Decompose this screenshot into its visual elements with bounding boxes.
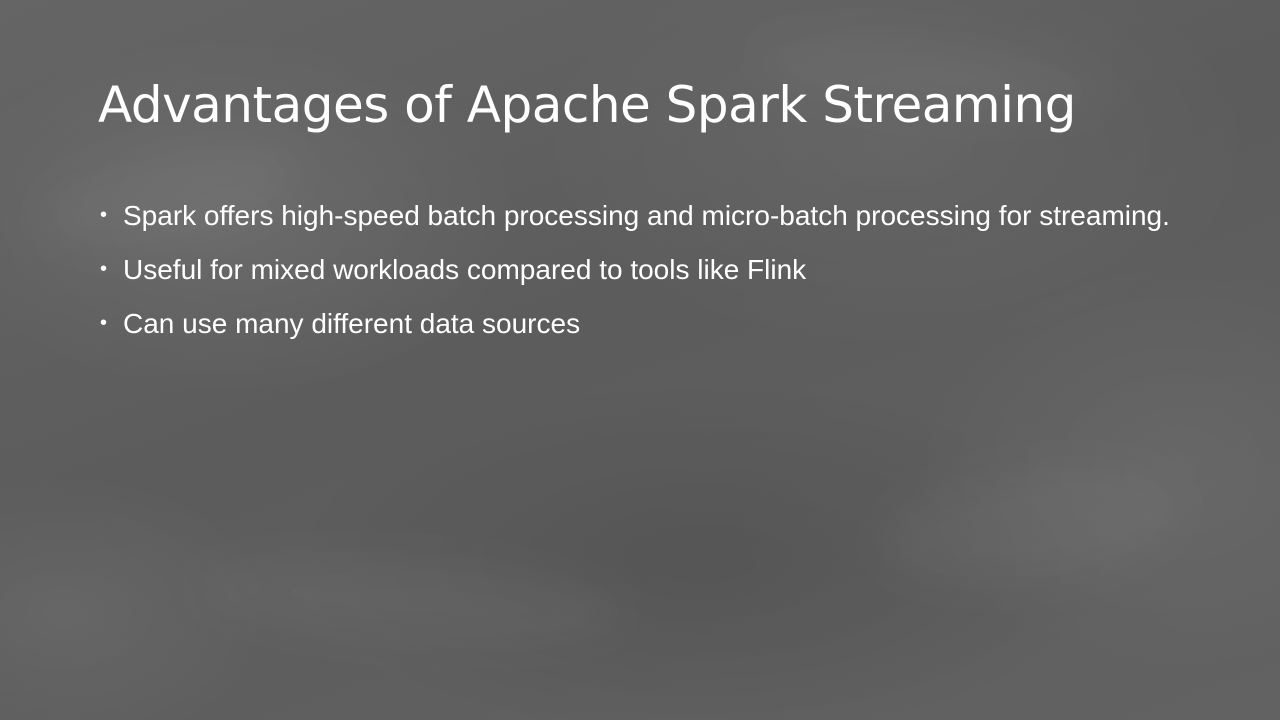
bullet-item: • Useful for mixed workloads compared to… — [100, 249, 1180, 290]
bullet-list: • Spark offers high-speed batch processi… — [100, 195, 1180, 357]
bullet-text: Can use many different data sources — [123, 308, 581, 339]
chalk-smudge — [874, 450, 1186, 601]
bullet-text: Spark offers high-speed batch processing… — [123, 200, 1170, 231]
bullet-item: • Can use many different data sources — [100, 303, 1180, 344]
bullet-text: Useful for mixed workloads compared to t… — [123, 254, 807, 285]
bullet-icon: • — [100, 204, 108, 226]
bullet-icon: • — [100, 258, 108, 280]
bullet-icon: • — [100, 312, 108, 334]
chalk-smudge — [198, 545, 623, 654]
slide-title: Advantages of Apache Spark Streaming — [98, 76, 1076, 134]
bullet-item: • Spark offers high-speed batch processi… — [100, 195, 1180, 236]
